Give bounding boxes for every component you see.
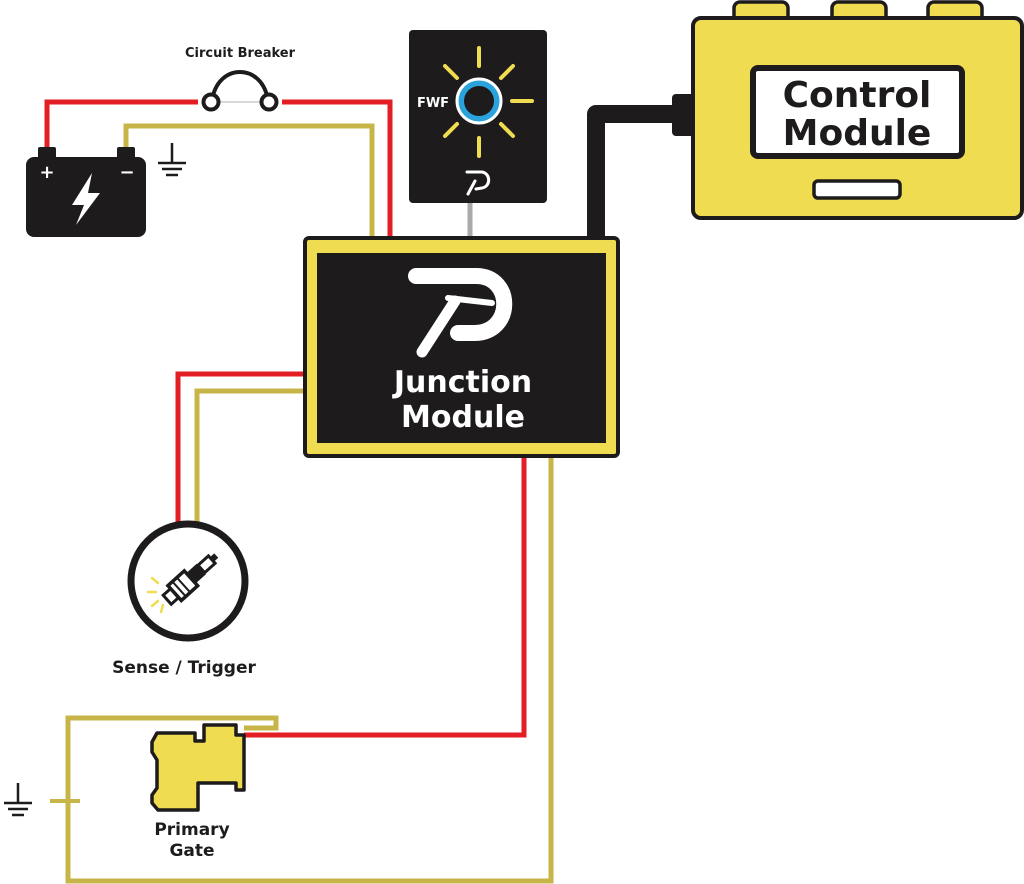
- wire-junction-to-gate-olive: [65, 456, 554, 884]
- primary-gate: Primary Gate: [150, 723, 246, 861]
- spark-plug-icon: [161, 553, 219, 607]
- junction-inner: [317, 253, 606, 443]
- control-connector: [672, 94, 696, 136]
- brand-logo-icon: [408, 268, 513, 358]
- cable-junction-to-control: [587, 105, 683, 240]
- control-title-line1: Control: [783, 75, 932, 116]
- control-label-plate: [750, 65, 965, 159]
- junction-title-line1: Junction: [392, 365, 532, 400]
- ground-symbol-battery: [158, 143, 186, 177]
- battery-plus-sign: +: [39, 162, 54, 183]
- wire-battery-to-breaker: [44, 99, 198, 150]
- junction-title-line2: Module: [401, 400, 525, 435]
- control-title-line2: Module: [783, 113, 932, 154]
- wire-junction-to-sense-olive: [194, 388, 305, 528]
- breaker-terminal-left: [201, 92, 221, 112]
- battery-minus-sign: −: [119, 162, 134, 183]
- sense-trigger-label: Sense / Trigger: [112, 658, 256, 678]
- circuit-breaker-label: Circuit Breaker: [185, 46, 296, 61]
- junction-module: Junction Module: [303, 236, 620, 458]
- fwf-module: FWF: [409, 30, 547, 203]
- wire-junction-to-gate-red: [244, 456, 527, 738]
- primary-gate-label-line2: Gate: [169, 841, 214, 861]
- control-module: Control Module: [672, 0, 1024, 220]
- breaker-arc-icon: [210, 70, 270, 103]
- primary-gate-icon: [150, 723, 246, 812]
- breaker-terminal-right: [259, 92, 279, 112]
- fwf-label: FWF: [417, 96, 449, 111]
- wire-breaker-to-junction: [282, 99, 393, 240]
- wire-junction-to-sense-red: [175, 371, 305, 528]
- fwf-indicator-center: [464, 86, 494, 116]
- sun-rays-icon: [443, 46, 534, 158]
- control-slot: [812, 179, 902, 200]
- sense-trigger: Sense / Trigger: [112, 520, 256, 678]
- circuit-breaker: Circuit Breaker: [185, 46, 296, 112]
- wire-battery-ground-to-junction: [123, 123, 375, 240]
- ground-symbol-gate: [4, 783, 32, 817]
- battery: + −: [26, 147, 146, 237]
- brand-logo-small-icon: [465, 170, 491, 196]
- spark-flash-icon: [146, 576, 165, 614]
- primary-gate-label-line1: Primary: [154, 820, 229, 840]
- lightning-bolt-icon: [72, 173, 100, 225]
